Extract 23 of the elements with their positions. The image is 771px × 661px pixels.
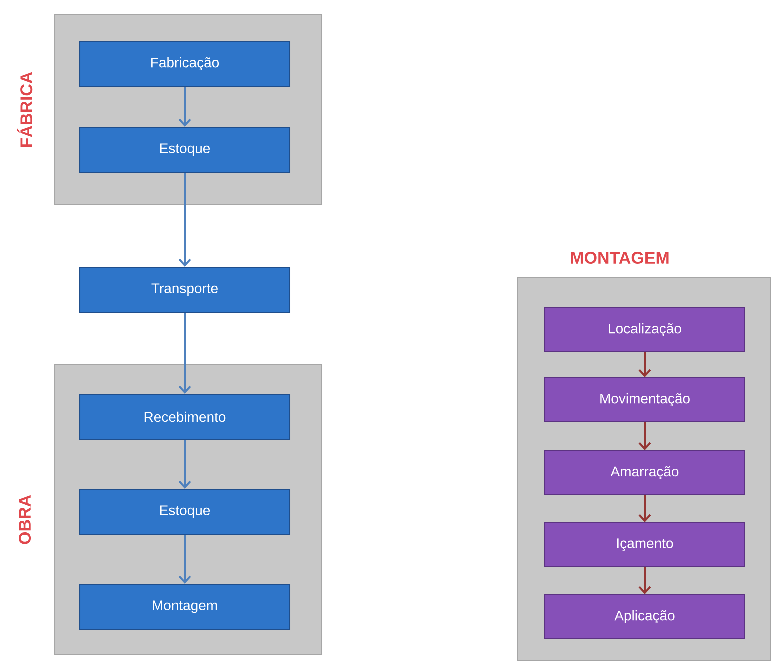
process-box: Transporte (80, 267, 290, 313)
process-box: Estoque (80, 127, 290, 173)
arrow (178, 313, 192, 394)
arrow (638, 496, 652, 522)
process-box: Fabricação (80, 41, 290, 87)
arrow (178, 87, 192, 127)
arrow (638, 568, 652, 594)
arrow (178, 173, 192, 267)
process-box: Movimentação (544, 378, 746, 422)
arrow (638, 422, 652, 450)
arrow (178, 535, 192, 584)
process-box: Içamento (544, 522, 746, 568)
panel-title: FÁBRICA (17, 72, 33, 148)
panel-title: MONTAGEM (571, 252, 669, 264)
panel-title: OBRA (19, 495, 32, 544)
process-box: Recebimento (80, 394, 290, 440)
process-box: Localização (544, 308, 746, 352)
process-box: Estoque (80, 489, 290, 535)
arrow (638, 352, 652, 378)
process-box: Aplicação (544, 594, 746, 640)
arrow (178, 440, 192, 489)
process-box: Amarração (544, 450, 746, 496)
process-box: Montagem (80, 584, 290, 630)
